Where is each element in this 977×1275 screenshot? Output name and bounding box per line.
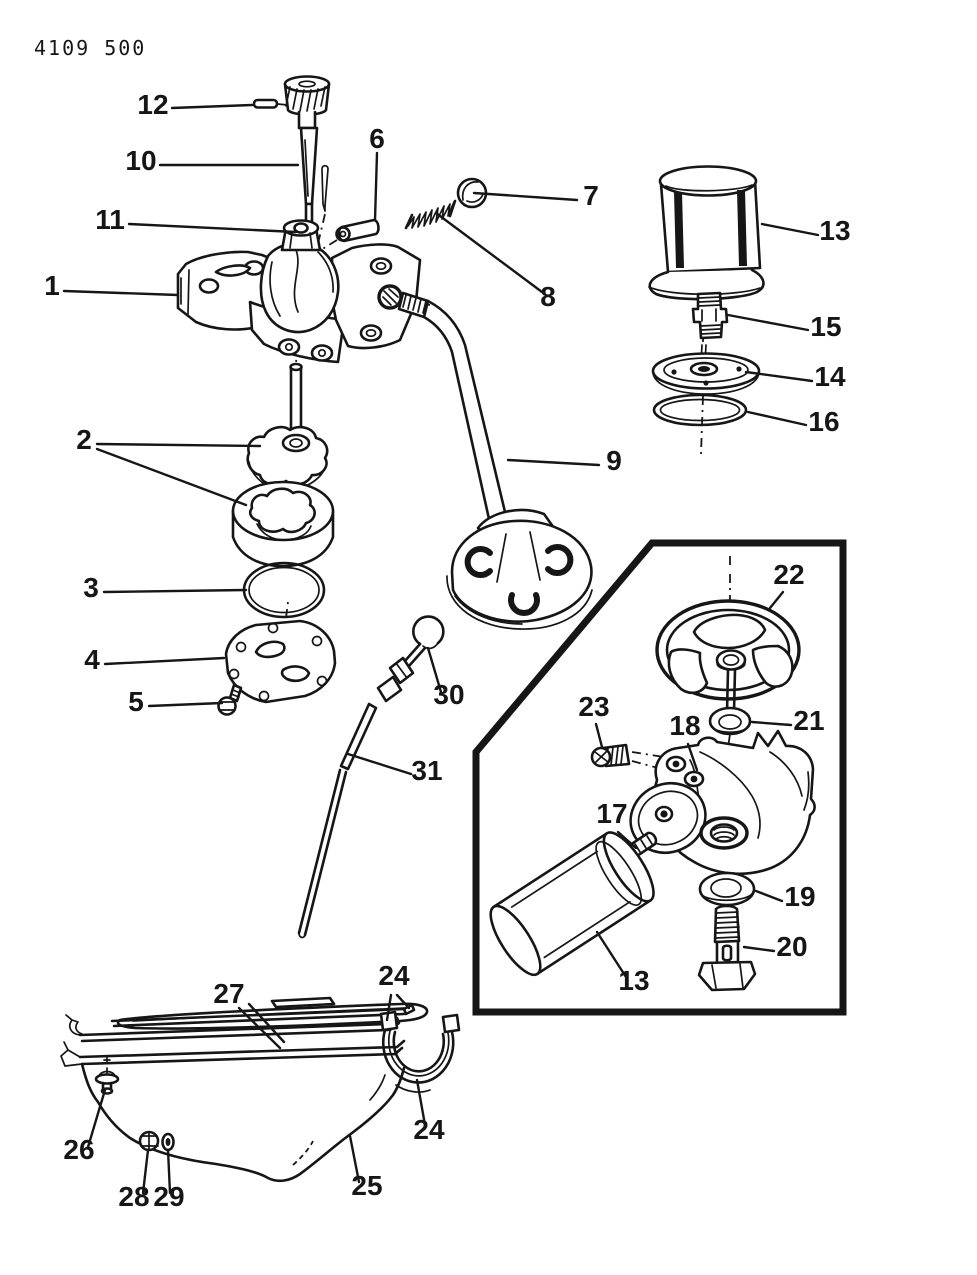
part-filter-adapter-plate xyxy=(651,344,761,395)
part-drain-nut xyxy=(138,1130,160,1152)
part-inner-rotor xyxy=(246,362,329,492)
part-oil-filter-inset xyxy=(489,831,655,977)
part-pump-cover xyxy=(224,619,337,704)
callout-29: 29 xyxy=(153,1181,184,1212)
part-setscrew xyxy=(590,743,631,768)
part-dipstick-tube xyxy=(297,702,378,939)
callout-24a: 24 xyxy=(378,960,410,991)
part-pickup-tube xyxy=(397,291,593,630)
part-oil-pressure-relief-pin xyxy=(335,218,380,243)
figure-code: 4109 500 xyxy=(34,36,146,60)
callout-2: 2 xyxy=(76,424,92,455)
callout-12: 12 xyxy=(137,89,168,120)
callout-6: 6 xyxy=(369,123,385,154)
callout-labels: 1 2 3 4 5 6 7 8 9 10 11 12 13 14 15 16 1… xyxy=(44,89,850,1212)
part-o-ring xyxy=(242,561,326,619)
part-filter-fitting xyxy=(691,291,729,340)
inset-box xyxy=(472,539,847,1016)
part-cover-bolt xyxy=(217,683,243,716)
callout-21: 21 xyxy=(793,705,824,736)
callout-31: 31 xyxy=(411,755,442,786)
part-dipstick xyxy=(376,615,445,703)
callout-13a: 13 xyxy=(819,215,850,246)
callout-23: 23 xyxy=(578,691,609,722)
callout-1: 1 xyxy=(44,270,60,301)
part-adapter-bolt xyxy=(697,904,757,992)
part-filter-adapter xyxy=(629,729,816,875)
part-adapter-gasket xyxy=(652,393,748,427)
callout-27: 27 xyxy=(213,978,244,1009)
callout-7: 7 xyxy=(583,180,599,211)
callout-9: 9 xyxy=(606,445,622,476)
callout-3: 3 xyxy=(83,572,99,603)
callout-11: 11 xyxy=(95,204,125,235)
part-cotter-pin xyxy=(321,164,329,212)
callout-24b: 24 xyxy=(413,1114,445,1145)
callout-16: 16 xyxy=(808,406,839,437)
part-drive-gear-shaft xyxy=(283,75,331,229)
callout-25: 25 xyxy=(351,1170,382,1201)
callout-5: 5 xyxy=(128,686,144,717)
callout-28: 28 xyxy=(118,1181,149,1212)
callout-22: 22 xyxy=(773,559,804,590)
callout-15: 15 xyxy=(810,311,841,342)
part-dowel-pin xyxy=(252,98,279,109)
part-outer-rotor xyxy=(231,480,335,568)
callout-14: 14 xyxy=(814,361,846,392)
callout-30: 30 xyxy=(433,679,464,710)
part-filter-mounting-plate xyxy=(655,599,801,714)
callout-10: 10 xyxy=(125,145,156,176)
part-oil-pan xyxy=(60,1039,431,1183)
part-oil-filter xyxy=(648,165,765,301)
part-oil-pump-body xyxy=(176,219,422,364)
callout-20: 20 xyxy=(776,931,807,962)
callout-17: 17 xyxy=(596,798,627,829)
callout-13b: 13 xyxy=(618,965,649,996)
callout-26: 26 xyxy=(63,1134,94,1165)
leader-lines xyxy=(62,103,820,1195)
callout-4: 4 xyxy=(84,644,100,675)
callout-19: 19 xyxy=(784,881,815,912)
part-adapter-washer xyxy=(698,871,756,907)
part-stem-seal xyxy=(708,706,752,736)
callout-8: 8 xyxy=(540,281,556,312)
part-drain-washer xyxy=(161,1132,175,1152)
callout-18: 18 xyxy=(669,710,700,741)
part-relief-valve-spring xyxy=(404,199,457,230)
